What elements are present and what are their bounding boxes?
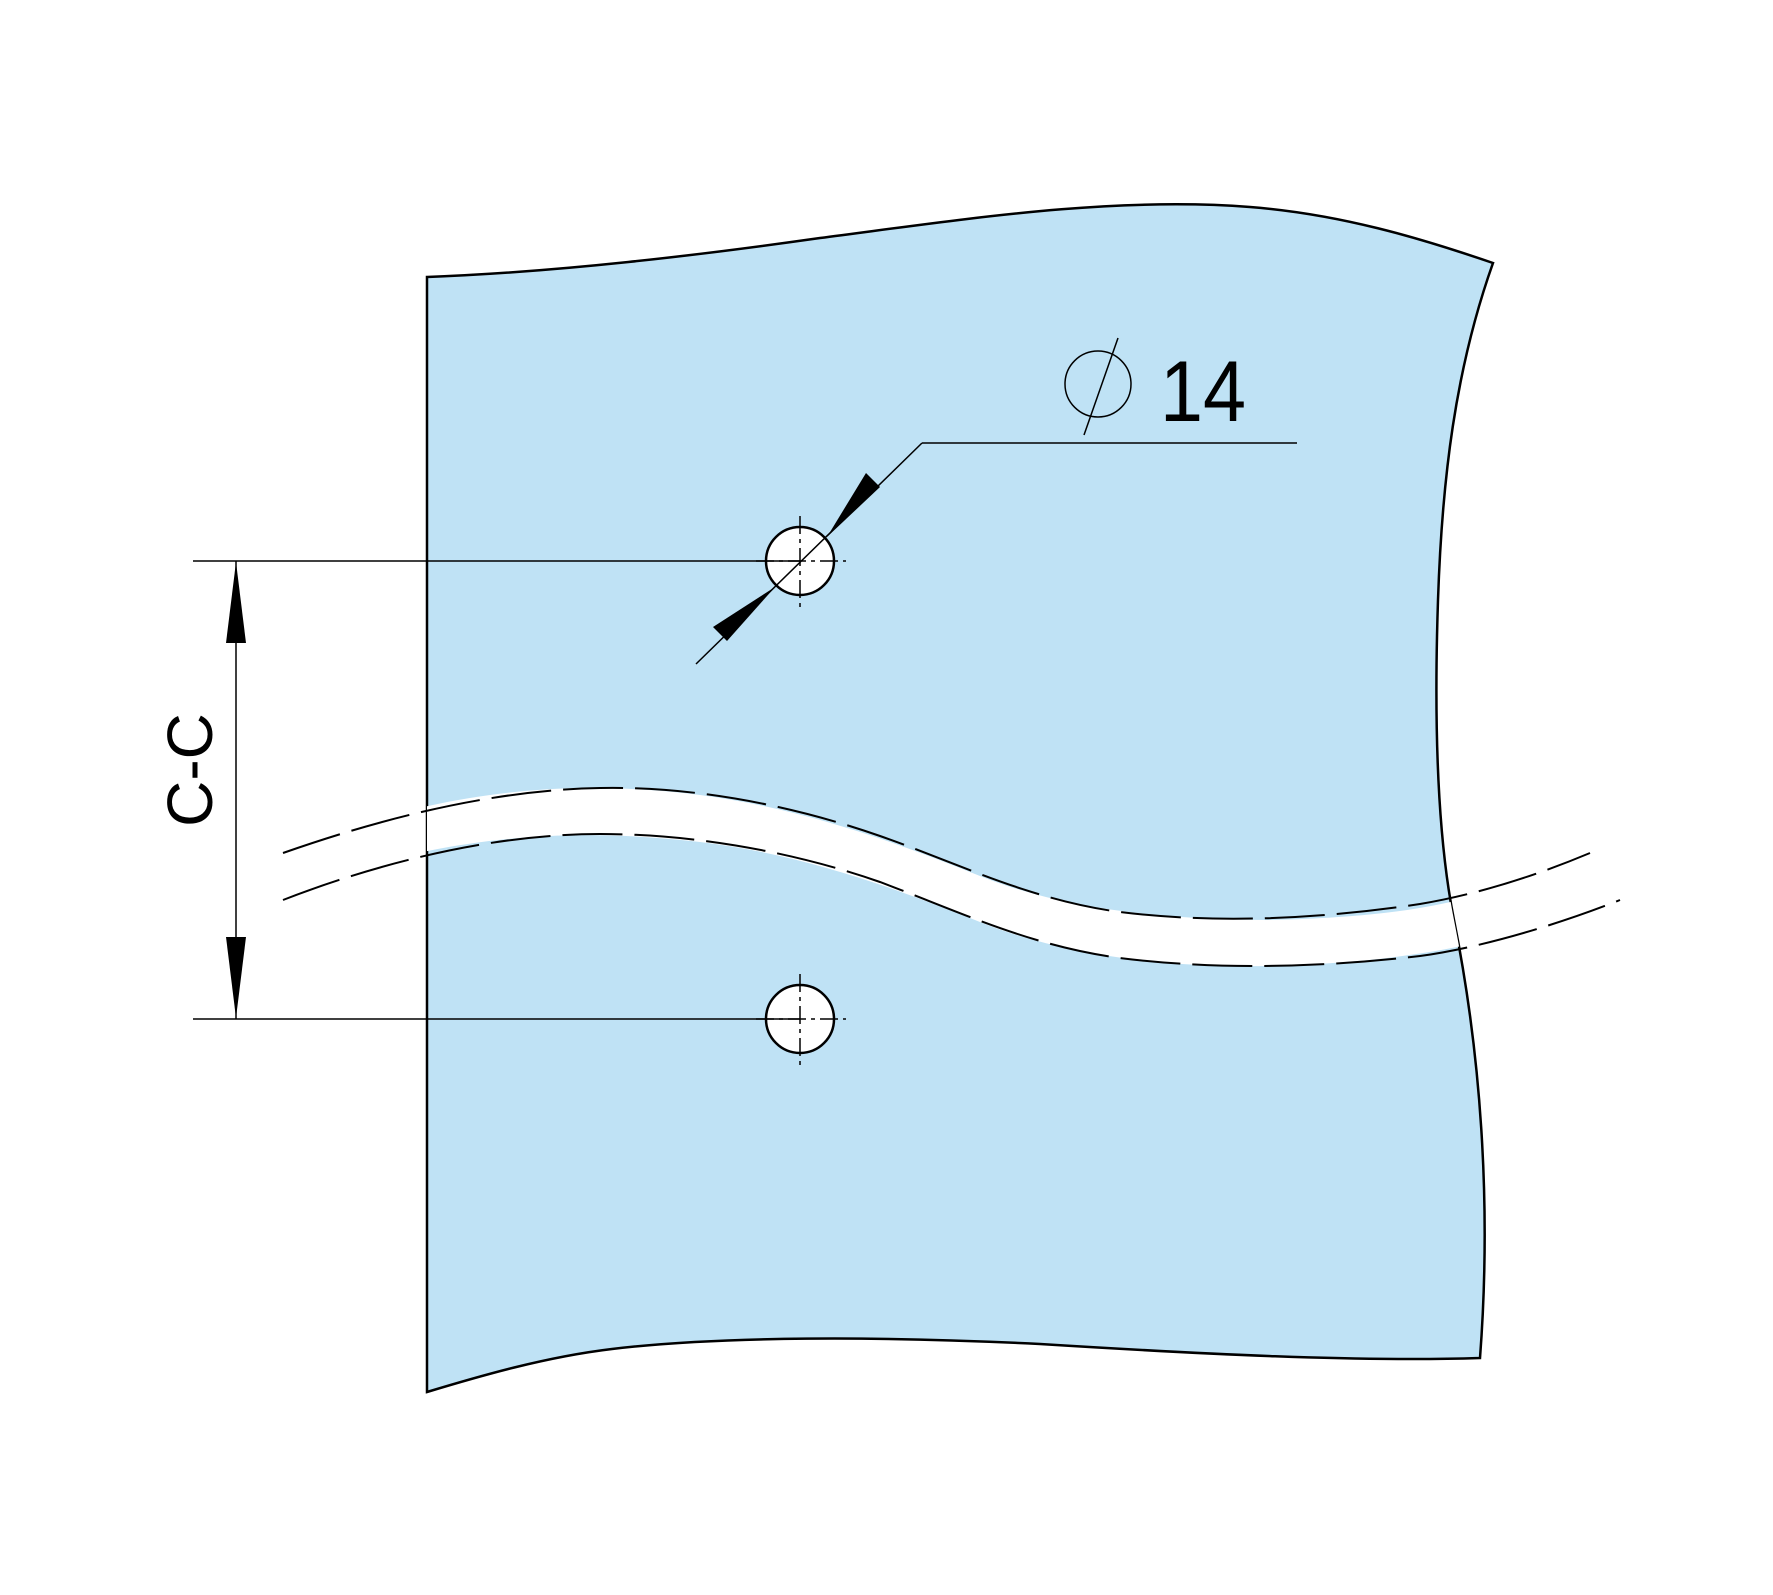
diameter-icon <box>1064 337 1132 436</box>
arrowhead-icon <box>827 473 880 537</box>
cc-dimension <box>226 561 246 1019</box>
arrowhead-icon <box>713 587 775 641</box>
arrowhead-icon <box>226 562 246 643</box>
arrowhead-icon <box>226 937 246 1018</box>
break-line-upper <box>282 786 1591 920</box>
break-gap <box>427 788 1480 967</box>
break-line-lower <box>282 832 1621 967</box>
diameter-value: 14 <box>1160 344 1246 440</box>
glass-pane <box>425 202 1495 1394</box>
diameter-leader <box>695 442 1297 665</box>
cc-label: C-C <box>154 713 226 827</box>
